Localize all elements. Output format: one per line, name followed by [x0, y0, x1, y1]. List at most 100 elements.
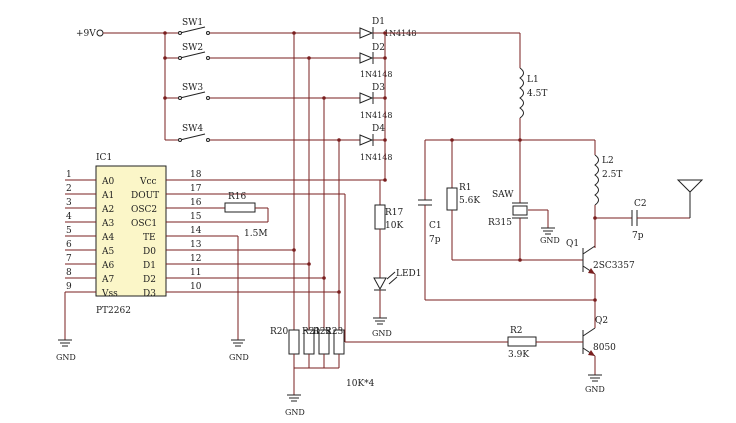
capacitor-c2-ref: C2 — [634, 199, 647, 209]
transistor-q2-part: 8050 — [593, 343, 616, 353]
ic-pin-18-num: 18 — [190, 170, 202, 180]
resistor-r16: R16 1.5M — [210, 192, 269, 239]
ic-pin-d3-name: D3 — [143, 289, 156, 299]
resistor-r1: R1 5.6K — [446, 140, 480, 260]
diode-d3-ref: D3 — [372, 83, 385, 93]
pulldown-resistors: R20 R21 R22 R23 10K*4 GND — [270, 327, 375, 417]
ic-pin-a3-name: A3 — [101, 219, 114, 229]
diode-d3: D3 1N4148 — [359, 83, 392, 120]
ic-right-pin-numbers: 18 17 16 15 14 13 12 11 10 — [190, 170, 202, 292]
switch-sw2-label: SW2 — [182, 43, 203, 53]
ic-pin-13-num: 13 — [190, 240, 202, 250]
diode-d2-part: 1N4148 — [360, 70, 392, 79]
ic-pin-a5-name: A5 — [101, 247, 114, 257]
transistor-q2-ref: Q2 — [595, 316, 608, 326]
ic-pin-9-num: 9 — [66, 282, 72, 292]
ic-pin-d1-name: D1 — [143, 261, 156, 271]
ic-pin-a4-name: A4 — [101, 233, 114, 243]
ic-name: PT2262 — [96, 306, 131, 316]
transistor-q1: Q1 2SC3357 — [566, 239, 635, 325]
gnd-label-te: GND — [229, 353, 249, 362]
ic-pin-14-num: 14 — [190, 226, 202, 236]
switch-sw1: SW1 — [165, 18, 360, 35]
ic-pin-16-num: 16 — [190, 198, 202, 208]
diode-d4: D4 1N4148 — [359, 124, 392, 162]
resistor-r2-ref: R2 — [510, 326, 523, 336]
ic-pin-vcc-name: Vcc — [139, 177, 157, 187]
resistor-r22-ref: R22 — [313, 327, 331, 337]
ic-pin-11-num: 11 — [190, 268, 201, 278]
resistor-r16-value: 1.5M — [244, 229, 268, 239]
inductor-l2-value: 2.5T — [602, 170, 622, 180]
switch-sw4-label: SW4 — [182, 124, 203, 134]
inductor-l2: L2 2.5T — [594, 154, 622, 248]
resistor-r1-ref: R1 — [459, 183, 472, 193]
ic-left-pins: 1 2 3 4 5 6 7 8 9 A0 A1 A2 A3 A4 A5 A6 A… — [65, 170, 118, 299]
ic-pin-15-num: 15 — [190, 212, 202, 222]
switch-sw4: SW4 — [165, 124, 360, 142]
saw-label: SAW — [492, 190, 514, 200]
led-led1: LED1 GND — [372, 269, 422, 338]
ic-pin-12-num: 12 — [190, 254, 201, 264]
gnd-label-q2: GND — [585, 385, 605, 394]
resistor-r1-value: 5.6K — [459, 196, 480, 206]
ic-pin-a6-name: A6 — [101, 261, 114, 271]
resistor-r2-value: 3.9K — [508, 350, 529, 360]
resistor-r20-ref: R20 — [270, 327, 289, 337]
resistor-r17-ref: R17 — [385, 208, 404, 218]
gnd-label-pulldown: GND — [285, 408, 305, 417]
pulldown-value: 10K*4 — [346, 379, 375, 389]
transistor-q1-part: 2SC3357 — [593, 261, 635, 271]
inductor-l1: L1 4.5T — [519, 33, 547, 140]
transistor-q2: Q2 8050 GND — [582, 316, 616, 394]
antenna-icon — [676, 179, 704, 218]
ic-pin-a1-name: A1 — [101, 191, 114, 201]
ic-pt2262: IC1 PT2262 1 2 3 4 5 6 7 8 9 A0 A1 A2 A — [65, 153, 202, 316]
resistor-r17-value: 10K — [385, 221, 403, 231]
saw-part: R315 — [488, 218, 512, 228]
ic-pin-8-num: 8 — [66, 268, 72, 278]
resistor-r23-ref: R23 — [325, 327, 344, 337]
diode-d3-part: 1N4148 — [360, 111, 392, 120]
transistor-q1-ref: Q1 — [566, 239, 579, 249]
gnd-label-ic: GND — [56, 353, 76, 362]
ic-right-pin-names: Vcc DOUT OSC2 OSC1 TE D0 D1 D2 D3 — [131, 177, 159, 299]
capacitor-c1-ref: C1 — [429, 221, 442, 231]
diode-d2: D2 1N4148 — [359, 43, 392, 79]
ic-pin-a0-name: A0 — [101, 177, 114, 187]
inductor-l1-ref: L1 — [527, 75, 539, 85]
capacitor-c1-value: 7p — [429, 235, 441, 245]
capacitor-c2-value: 7p — [632, 231, 644, 241]
capacitor-c2: C2 7p — [593, 199, 690, 241]
ic-pin-5-num: 5 — [66, 226, 72, 236]
resistor-r17: R17 10K — [374, 180, 404, 278]
ic-body — [95, 165, 167, 297]
ic-pin-10-num: 10 — [190, 282, 202, 292]
gnd-label-saw: GND — [540, 236, 560, 245]
ic-pin-6-num: 6 — [66, 240, 72, 250]
capacitor-c1: C1 7p — [418, 199, 442, 300]
ic-pin-3-num: 3 — [66, 198, 72, 208]
diode-d2-ref: D2 — [372, 43, 385, 53]
switch-sw3-label: SW3 — [182, 83, 203, 93]
ic-pin-d2-name: D2 — [143, 275, 156, 285]
ic-pin-te-name: TE — [143, 233, 156, 243]
saw-resonator: SAW R315 GND — [488, 140, 560, 260]
switch-sw2: SW2 — [165, 43, 360, 60]
switch-sw1-label: SW1 — [182, 18, 203, 28]
led-led1-ref: LED1 — [396, 269, 422, 279]
ic-pin-osc1-name: OSC1 — [131, 219, 157, 229]
ic-pin-osc2-name: OSC2 — [131, 205, 157, 215]
resistor-r2: R2 3.9K — [507, 326, 583, 360]
ic-ref: IC1 — [96, 153, 112, 163]
diode-d1: D1 1N4148 — [359, 17, 416, 39]
ic-pin-a2-name: A2 — [101, 205, 114, 215]
ic-pin-2-num: 2 — [66, 184, 72, 194]
ic-pin-17-num: 17 — [190, 184, 202, 194]
ic-pin-1-num: 1 — [66, 170, 72, 180]
inductor-l1-value: 4.5T — [527, 89, 547, 99]
ic-pin-dout-name: DOUT — [131, 191, 159, 201]
resistor-r21-ref: R21 — [302, 327, 320, 337]
inductor-l2-ref: L2 — [602, 156, 614, 166]
resistor-r16-ref: R16 — [228, 192, 247, 202]
